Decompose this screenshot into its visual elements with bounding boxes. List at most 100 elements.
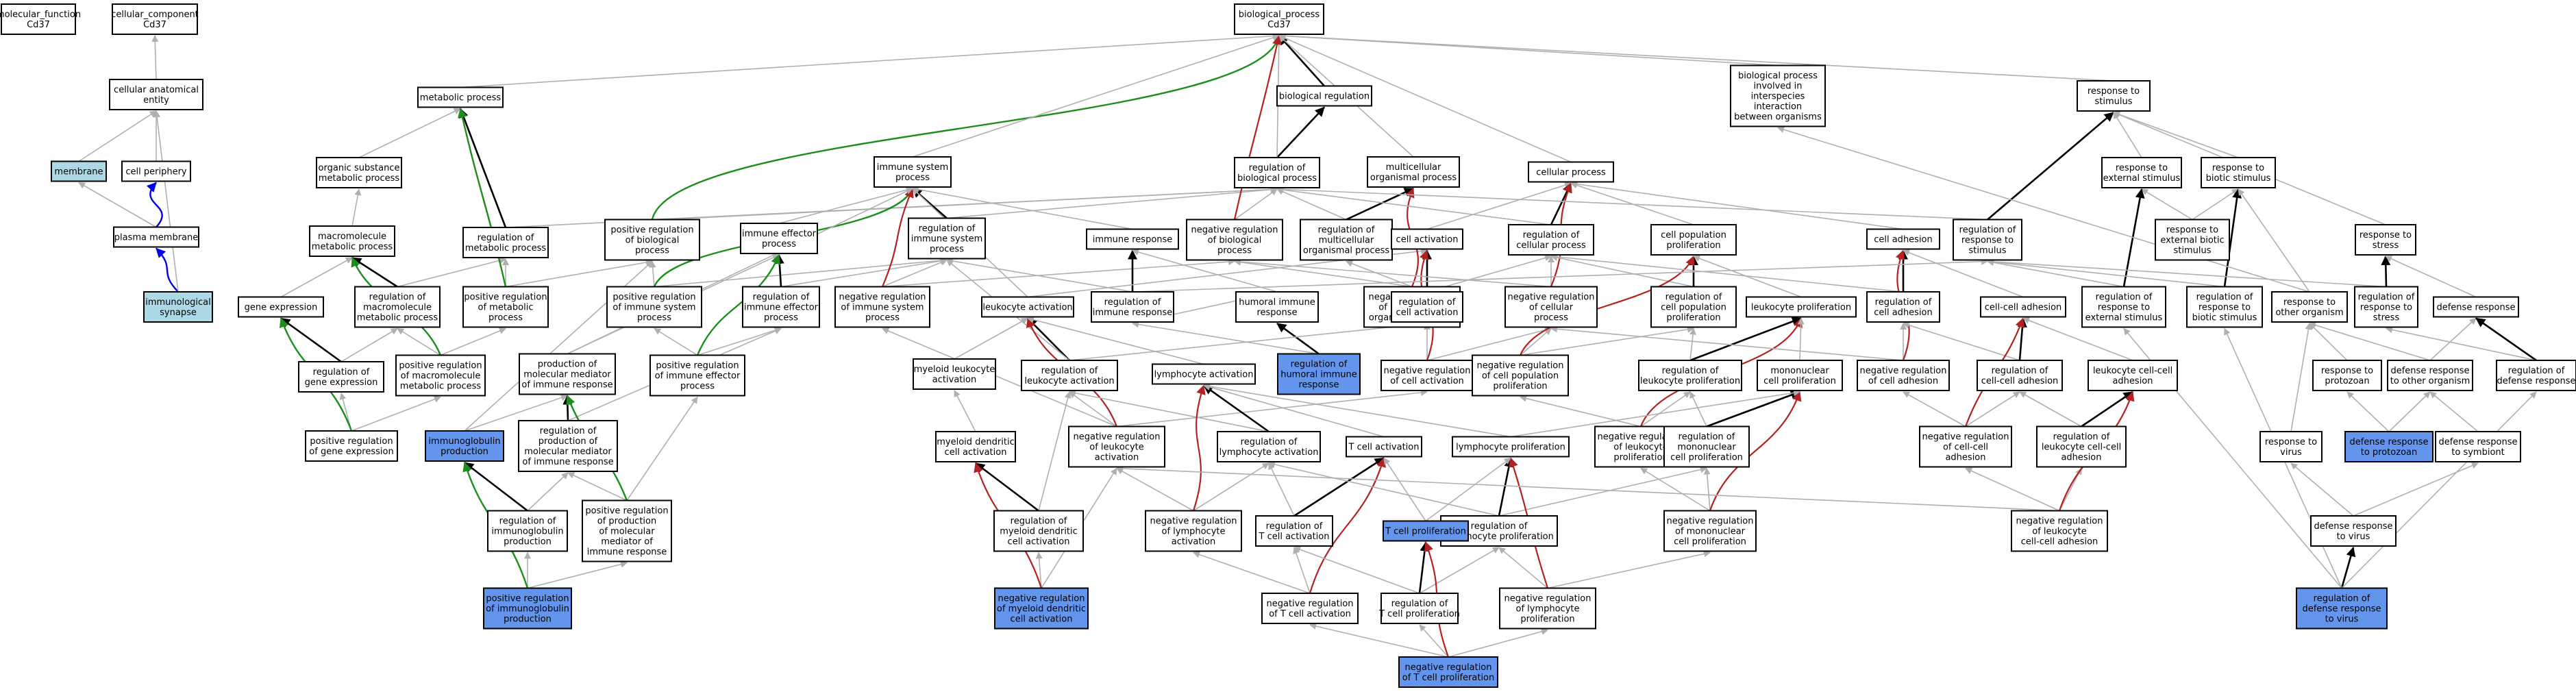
go-node-mp[interactable]: metabolic process bbox=[417, 86, 504, 108]
go-node-lyp[interactable]: lymphocyte proliferation bbox=[1452, 436, 1570, 458]
go-node-ge[interactable]: gene expression bbox=[238, 296, 324, 318]
go-node-ccad[interactable]: cell-cell adhesion bbox=[1980, 296, 2066, 318]
go-node-mem[interactable]: membrane bbox=[51, 160, 107, 182]
go-node-brg[interactable]: biological regulation bbox=[1276, 85, 1372, 107]
go-node-la[interactable]: leukocyte activation bbox=[981, 296, 1074, 318]
go-node-lya[interactable]: lymphocyte activation bbox=[1152, 363, 1256, 385]
go-node-ca[interactable]: cell activation bbox=[1391, 228, 1463, 250]
go-node-cad[interactable]: cell adhesion bbox=[1866, 228, 1940, 250]
go-node-tcp[interactable]: T cell proliferation bbox=[1383, 520, 1469, 542]
go-node-cellp[interactable]: cellular process bbox=[1528, 161, 1614, 183]
go-node-rtca[interactable]: regulation ofT cell activation bbox=[1255, 515, 1333, 547]
go-node-cp[interactable]: cell periphery bbox=[121, 160, 191, 182]
go-node-rtcp[interactable]: regulation ofT cell proliferation bbox=[1378, 593, 1460, 624]
go-node-ir[interactable]: immune response bbox=[1086, 228, 1179, 250]
go-node-lkp[interactable]: leukocyte proliferation bbox=[1746, 296, 1857, 318]
go-node-dr[interactable]: defense response bbox=[2433, 296, 2519, 318]
go-node-pm[interactable]: plasma membrane bbox=[113, 226, 199, 248]
go-node-tca[interactable]: T cell activation bbox=[1346, 436, 1422, 458]
